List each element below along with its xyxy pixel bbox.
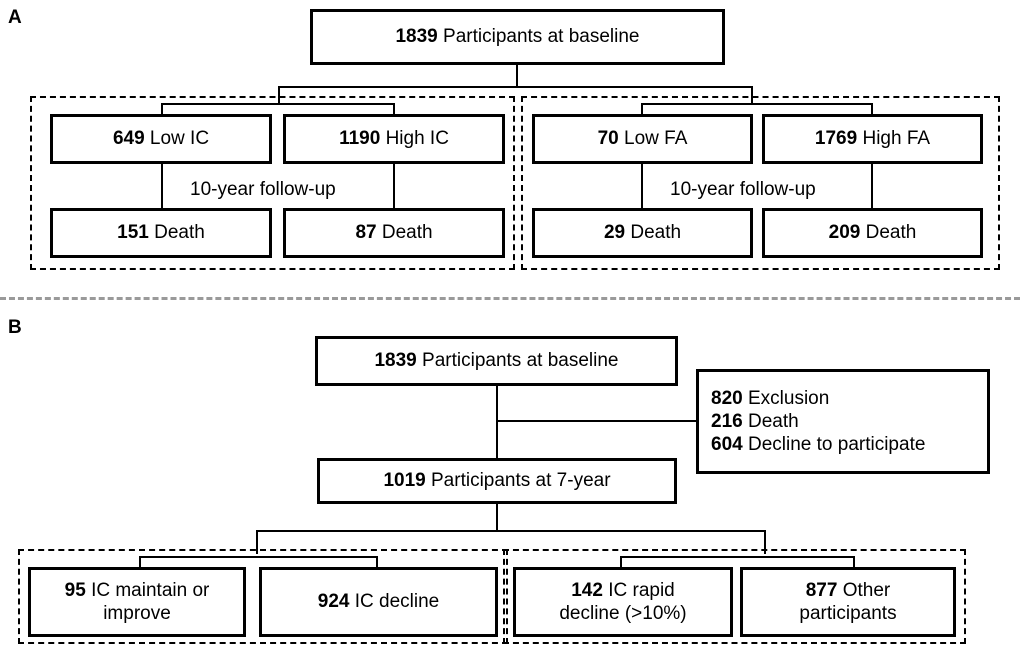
node-participants-7year: 1019 Participants at 7-year [317,458,677,504]
node-high-fa: 1769 High FA [762,114,983,164]
connector-b-exclusion-branch [496,420,696,422]
node-value: 151 Death [117,222,205,244]
connector-ic-right-drop [393,103,395,115]
node-value: 209 Death [828,222,917,244]
connector-bl-right-drop [376,556,378,567]
node-death-high-ic: 87 Death [283,208,505,258]
connector-br-bus [620,556,855,558]
exclusion-line: 820 Exclusion [711,387,830,409]
connector-a-root-right-drop [751,86,753,103]
connector-br-left-drop [620,556,622,567]
connector-bl-bus [139,556,378,558]
node-exclusion: 820 Exclusion 216 Death 604 Decline to p… [696,369,990,474]
dashed-group-ic-change [18,549,508,644]
connector-fa-right-followup [871,164,873,209]
node-value-line1: 95 IC maintain or [64,579,210,601]
node-value: 1769 High FA [814,128,931,150]
connector-ic-bus [161,103,395,105]
connector-a-root-bus [278,86,753,88]
node-value-line2: improve [103,603,171,624]
connector-fa-left-followup [641,164,643,209]
node-ic-maintain: 95 IC maintain or improve [28,567,246,637]
node-other-participants: 877 Other participants [740,567,956,637]
node-low-fa: 70 Low FA [532,114,753,164]
node-high-ic: 1190 High IC [283,114,505,164]
dashed-group-ic-rapid [503,549,966,644]
caption-followup-ic: 10-year follow-up [186,180,340,199]
exclusion-line: 216 Death [711,410,799,432]
node-value-line1: 877 Other [805,579,891,601]
node-value: 87 Death [355,222,433,244]
connector-b-second-stem [496,504,498,532]
node-ic-rapid-decline: 142 IC rapid decline (>10%) [513,567,733,637]
dashed-group-fa [521,96,1000,270]
panel-divider [0,297,1020,300]
panel-label-a: A [8,7,22,28]
node-value: 1839 Participants at baseline [374,350,619,372]
node-value-line1: 924 IC decline [317,591,440,613]
connector-br-right-drop [853,556,855,567]
node-value: 29 Death [603,222,682,244]
connector-bl-left-drop [139,556,141,567]
exclusion-line: 604 Decline to participate [711,434,926,456]
connector-ic-right-followup [393,164,395,209]
node-ic-decline: 924 IC decline [259,567,498,637]
connector-fa-bus [641,103,873,105]
node-value: 649 Low IC [112,128,210,150]
node-value: 1019 Participants at 7-year [383,470,611,492]
node-value: 1839 Participants at baseline [395,26,640,48]
connector-b-root-stem [496,386,498,460]
node-value-line1: 142 IC rapid [571,579,675,601]
connector-b-right-drop [764,530,766,554]
node-death-high-fa: 209 Death [762,208,983,258]
node-value: 70 Low FA [597,128,688,150]
node-value-line2: decline (>10%) [559,603,687,624]
dashed-group-ic [30,96,515,270]
connector-fa-right-drop [871,103,873,115]
connector-fa-left-drop [641,103,643,115]
connector-b-left-drop [256,530,258,554]
connector-a-root-stem [516,65,518,87]
caption-followup-fa: 10-year follow-up [666,180,820,199]
panel-label-b: B [8,317,22,338]
node-baseline-b: 1839 Participants at baseline [315,336,678,386]
node-death-low-fa: 29 Death [532,208,753,258]
node-baseline-a: 1839 Participants at baseline [310,9,725,65]
connector-ic-left-drop [161,103,163,115]
node-value: 1190 High IC [339,128,449,150]
connector-ic-left-followup [161,164,163,209]
connector-b-second-bus [256,530,766,532]
node-low-ic: 649 Low IC [50,114,272,164]
node-death-low-ic: 151 Death [50,208,272,258]
node-value-line2: participants [799,603,897,624]
connector-a-root-left-drop [278,86,280,103]
